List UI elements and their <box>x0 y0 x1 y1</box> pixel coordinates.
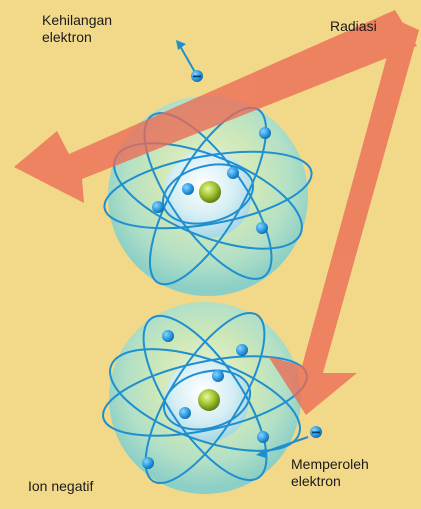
electron-loss-label-line2: elektron <box>42 29 172 46</box>
atom-bottom-nucleus <box>198 389 220 411</box>
escaping-electron <box>176 40 203 82</box>
atom-top-nucleus <box>199 181 221 203</box>
atom-bottom <box>96 297 322 499</box>
negative-ion-label: Ion negatif <box>28 478 93 495</box>
electron-gain-label: Memperoleh elektron <box>291 456 401 490</box>
electron-gain-label-line1: Memperoleh <box>291 456 401 473</box>
electron-loss-label-line1: Kehilangan <box>42 12 172 29</box>
electron-loss-label: Kehilangan elektron <box>42 12 172 46</box>
electron-gain-label-line2: elektron <box>291 473 401 490</box>
radiation-label: Radiasi <box>330 18 377 35</box>
